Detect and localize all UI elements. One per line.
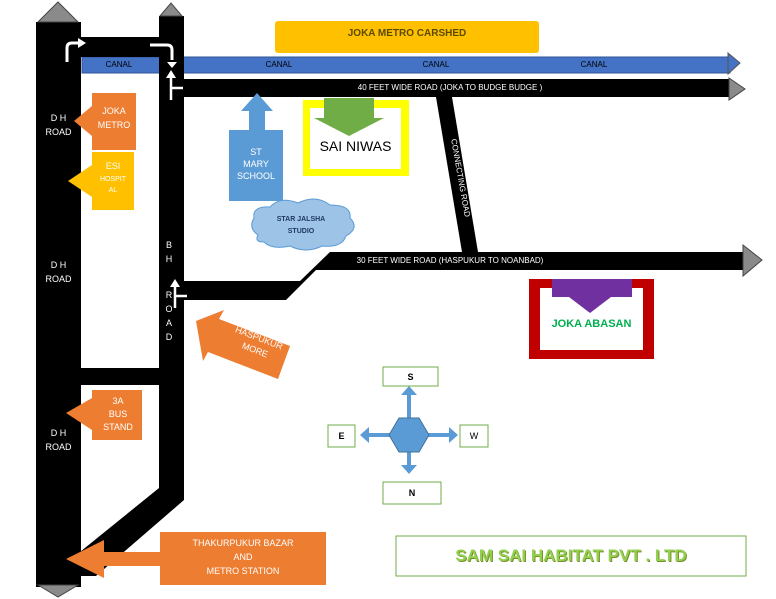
turn-arrow-icon-2 (150, 43, 174, 60)
compass-west-label: W (469, 431, 479, 441)
joka-abasan-marker (552, 279, 632, 313)
junction-arrow-head-icon-2 (170, 279, 180, 287)
compass-west-box (459, 424, 489, 448)
bus-stand-label-2: BUS (108, 409, 128, 419)
link-road-mid (80, 368, 162, 385)
dh-road-top-label-1: D H (50, 113, 67, 123)
canal-label-3: CANAL (422, 60, 450, 69)
bh-road-top-arrowhead (158, 2, 184, 17)
junction-arrow-icon (169, 76, 183, 100)
dh-road-bottom-label-2: ROAD (45, 442, 72, 452)
esi-label-3: AL (108, 187, 118, 194)
road-40-feet-label: 40 FEET WIDE ROAD (JOKA TO BUDGE BUDGE ) (357, 83, 543, 92)
canal-label-4: CANAL (580, 60, 608, 69)
dh-road-mid-label-2: ROAD (45, 274, 72, 284)
bh-road-letter: A (165, 318, 172, 328)
road-40-feet-arrowhead (728, 77, 746, 101)
bh-road-letter: R (165, 290, 173, 300)
junction-arrow-icon-2 (173, 285, 187, 308)
compass-icon (360, 386, 458, 474)
st-mary-school-marker (229, 93, 283, 201)
bus-stand-marker (66, 390, 142, 440)
dh-road-top-arrowhead (36, 1, 80, 23)
metro-carshed-banner (275, 21, 539, 53)
thakurpukur-label-3: METRO STATION (206, 566, 280, 576)
road-30-feet-arrowhead (742, 243, 763, 278)
dh-road (36, 22, 81, 587)
esi-label-2: HOSPIT (99, 176, 127, 183)
compass-north-box (382, 481, 442, 505)
bh-road-letter: B (165, 240, 172, 250)
road-30-feet (179, 252, 745, 300)
compass-east-label: E (338, 431, 345, 441)
sai-niwas-label: SAI NIWAS (319, 138, 392, 154)
sai-niwas-marker (314, 98, 384, 136)
junction-arrow-head-icon (166, 70, 176, 78)
star-jalsha-label-2: STUDIO (287, 228, 315, 235)
dh-road-bottom-label-1: D H (50, 428, 67, 438)
star-jalsha-label-1: STAR JALSHA (276, 216, 326, 223)
carshed-banner-label: JOKA METRO CARSHED (347, 28, 467, 39)
turn-arrow-icon (65, 41, 78, 62)
turn-arrow-head-icon (78, 38, 86, 48)
connecting-road (436, 97, 478, 252)
turn-arrow-head-icon-2 (167, 62, 177, 68)
link-road-top (80, 37, 162, 57)
compass-north-label: N (408, 488, 416, 498)
thakurpukur-label-2: AND (233, 552, 253, 562)
canal-arrowhead (727, 51, 741, 76)
compass-south-label: S (407, 372, 414, 382)
thakurpukur-label-1: THAKURPUKUR BAZAR (192, 538, 294, 548)
esi-hospital-marker (68, 152, 134, 210)
compass-south-box (382, 366, 439, 387)
st-mary-label-2: MARY (243, 159, 269, 169)
bh-road-letter: O (165, 304, 173, 314)
dh-road-bottom-arrowhead (36, 584, 80, 598)
canal-label-2: CANAL (265, 60, 293, 69)
st-mary-label-1: ST (250, 147, 262, 157)
road-30-feet-label: 30 FEET WIDE ROAD (HASPUKUR TO NOANBAD) (356, 256, 544, 265)
joka-metro-label-1: JOKA (102, 106, 126, 116)
dh-road-mid-label-1: D H (50, 260, 67, 270)
bh-road-letter: H (165, 254, 173, 264)
haspukur-more-marker (196, 310, 290, 379)
company-name: SAM SAI HABITAT PVT . LTD (455, 546, 687, 565)
joka-metro-marker (74, 93, 136, 150)
bus-stand-label-1: 3A (112, 396, 124, 406)
canal-label-1: CANAL (105, 60, 133, 69)
thakurpukur-marker (66, 532, 326, 585)
road-40-feet (170, 79, 730, 97)
star-jalsha-cloud (251, 198, 355, 251)
st-mary-label-3: SCHOOL (236, 171, 275, 181)
esi-label-1: ESI (105, 161, 121, 171)
bh-road-letter: D (165, 332, 173, 342)
joka-abasan-label: JOKA ABASAN (551, 318, 632, 330)
compass-east-box (327, 424, 356, 448)
bus-stand-label-3: STAND (103, 422, 133, 432)
dh-road-top-label-2: ROAD (45, 127, 72, 137)
company-box (395, 535, 747, 577)
joka-metro-label-2: METRO (97, 120, 131, 130)
